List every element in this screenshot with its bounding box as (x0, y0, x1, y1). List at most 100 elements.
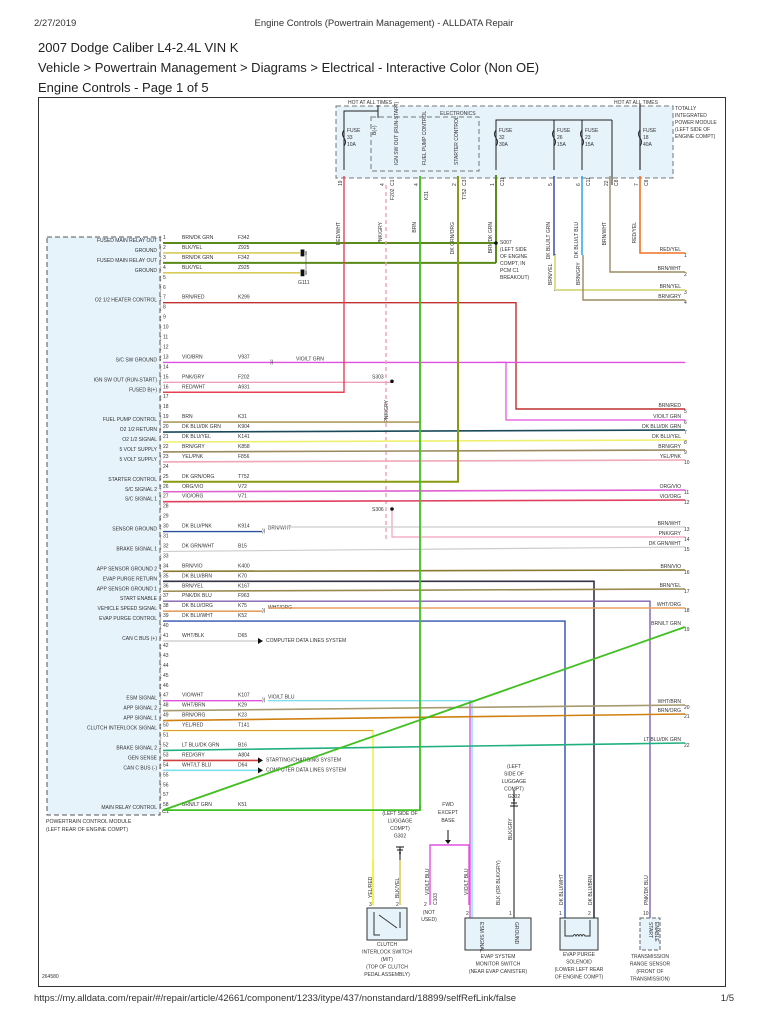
terminal-wire-label: DK BLU/DK GRN (642, 424, 681, 430)
splice-wire-label: BRN/WHT (268, 526, 291, 532)
tipm-pin-number: 19 (338, 180, 344, 186)
tipm-connector-label: C3 (462, 179, 468, 186)
terminal-number: 15 (684, 547, 690, 553)
connector-pin-icon (159, 474, 162, 482)
pin-number: 2 (466, 911, 469, 917)
wire-k299 (163, 302, 685, 410)
hot-at-all-times-label: HOT AT ALL TIMES (614, 100, 659, 106)
connector-pin-icon (159, 375, 162, 382)
splice-s007-label: PCM C1 (500, 268, 519, 274)
pcm-pin-number: 41 (163, 633, 169, 639)
tipm-wire-label: DK GRN/ORG (450, 222, 456, 254)
connector-pin-icon (159, 335, 162, 342)
trs-inner-label: START (647, 922, 653, 938)
wire-red-yel (639, 176, 685, 254)
pin-number: 10 (643, 911, 649, 917)
wire-through (162, 489, 686, 493)
connector-pin-icon (159, 444, 162, 452)
pcm-pin-number: 44 (163, 663, 169, 669)
pcm-circuit-label: Z925 (238, 245, 250, 251)
splice-s303-dot (390, 379, 394, 384)
pcm-pin-label: 5 VOLT SUPPLY (119, 457, 157, 463)
wire-a931 (163, 176, 345, 393)
terminal-number: 6 (684, 420, 687, 426)
connector-pin-icon (159, 454, 162, 462)
pcm-circuit-label: K31 (238, 414, 247, 420)
terminal-number: 2 (684, 272, 687, 278)
pcm-circuit-label: K299 (238, 295, 250, 301)
pcm-pin-label: S/C SW GROUND (116, 357, 158, 363)
splice-s007-label: S007 (500, 240, 512, 246)
connector-pin-icon (159, 753, 162, 760)
terminal-number: 3 (684, 290, 687, 296)
tipm-label: INTEGRATED (675, 113, 707, 119)
connector-pin-icon (159, 773, 162, 780)
pin-name: ESM SIGNAL (478, 922, 484, 953)
footer-url[interactable]: https://my.alldata.com/repair/#/repair/a… (34, 993, 516, 1004)
arrow-icon (445, 840, 451, 844)
trs-label: RANGE SENSOR (630, 962, 671, 968)
ground-g302-label: SIDE OF (504, 772, 524, 778)
trs-label: (FRONT OF (636, 969, 663, 975)
connector-pin-icon (159, 394, 162, 402)
pcm-pin-number: 24 (163, 464, 169, 470)
fuse-number: 32 (499, 135, 505, 141)
tipm-wire-label: DK BLU/LT GRN (546, 222, 552, 260)
pcm-circuit-label: T141 (238, 723, 250, 729)
connector-pin-icon (159, 255, 162, 263)
connector-pin-icon (159, 554, 162, 561)
pcm-circuit-label: A931 (238, 384, 250, 390)
terminal-number: 1 (684, 253, 687, 259)
connector-pin-icon (159, 295, 162, 302)
fuse-label: FUSE (643, 128, 657, 134)
not-used-label: (NOT (423, 910, 435, 916)
tipm-wire-label: BRN (412, 222, 418, 233)
pcm-pin-number: 9 (163, 315, 166, 321)
terminal-wire-label: WHT/BRN (658, 699, 682, 705)
wire-label: BLK/YEL (395, 877, 401, 898)
pcm-pin-label: GROUND (135, 268, 158, 274)
breadcrumb[interactable]: Vehicle > Powertrain Management > Diagra… (38, 60, 540, 75)
pcm-pin-label: EVAP PURGE CONTROL (99, 616, 157, 622)
pcm-pin-label: CAN C BUS (+) (122, 636, 157, 642)
tipm-connector-label: C8 (644, 179, 650, 186)
pcm-pin-number: 58 (163, 802, 169, 808)
wire-label: DK BLU/WHT (559, 874, 565, 905)
pcm-wire-color-label: BRN/VIO (182, 563, 203, 569)
terminal-number: 5 (684, 409, 687, 415)
tipm-pin-number: 2 (452, 183, 458, 186)
connector-pin-icon (159, 703, 162, 710)
connector-pin-icon (159, 583, 162, 591)
print-title: Engine Controls (Powertrain Management) … (254, 18, 514, 29)
wire-through (162, 459, 686, 463)
evap-monitor-label: (NEAR EVAP CANISTER) (469, 969, 527, 975)
ground-g302-label: G302 (508, 794, 520, 800)
connector-pin-icon (159, 384, 162, 392)
ground-g302-label: COMPT) (390, 826, 410, 832)
pcm-pin-label: BRAKE SIGNAL 2 (116, 745, 157, 751)
not-used-label: USED) (421, 917, 437, 923)
connector-pin-icon (159, 285, 162, 292)
pcm-circuit-label: K141 (238, 434, 250, 440)
connector-pin-icon (159, 743, 162, 750)
tipm-pin-number: 7 (634, 183, 640, 186)
connector-pin-icon (159, 365, 162, 372)
pcm-wire-color-label: BRN/DK GRN (182, 255, 214, 261)
connector-pin-icon (159, 424, 162, 432)
fuse-icon (580, 129, 584, 147)
pcm-pin-number: 53 (163, 752, 169, 758)
splice-wire-label: VIO/LT GRN (296, 356, 324, 362)
pcm-wire-color-label: YEL/RED (182, 723, 204, 729)
connector-pin-icon (159, 782, 162, 790)
pcm-wire-color-label: VIO/BRN (182, 354, 203, 360)
clutch-switch-box (366, 907, 408, 941)
pcm-circuit-label: K23 (238, 713, 247, 719)
connector-pin-icon (159, 355, 162, 362)
tipm-pin-number: 6 (576, 183, 582, 186)
fwd-except-base-note: EXCEPT (438, 810, 458, 816)
tipm-pin-number: 22 (604, 180, 610, 186)
inline-connector-icon: )) (270, 359, 274, 365)
terminal-number: 21 (684, 714, 690, 720)
terminal-wire-label: BRN/ORG (658, 708, 681, 714)
ground-g302-label: (LEFT SIDE OF (382, 811, 417, 817)
